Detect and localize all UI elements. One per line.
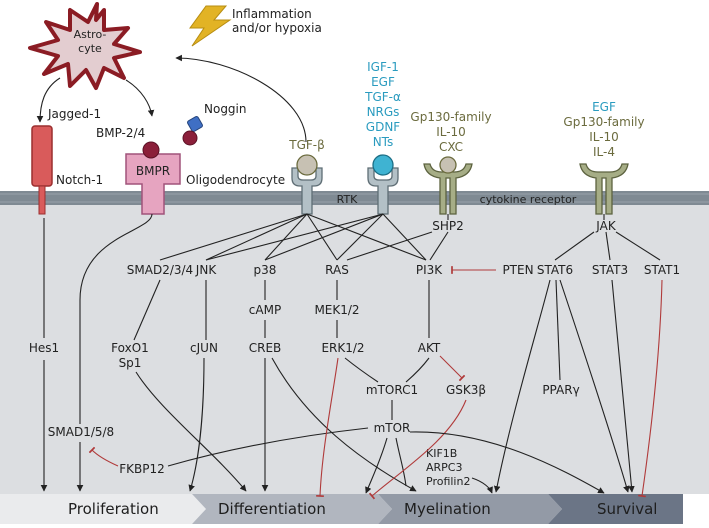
tgfb-label: TGF-β [288,138,325,152]
jak-ligand-2: IL-10 [589,130,619,144]
oligodendrocyte-label: Oligodendrocyte [186,173,285,187]
outcome-band: Proliferation Differentiation Myelinatio… [0,494,683,524]
node-gsk3b: GSK3β [446,383,486,397]
node-profilin2: Profilin2 [426,475,470,488]
astrocyte: Astro- cyte [28,2,142,90]
lightning-bolt-icon [189,5,232,47]
rtk-ligand-6: NTs [373,135,394,149]
outcome-proliferation-box [0,494,206,524]
node-smad158: SMAD1/5/8 [48,425,114,439]
outcome-myelination: Myelination [404,500,491,518]
node-akt: AKT [418,341,441,355]
rtk-ligand-4: NRGs [367,105,400,119]
gp130-ligand-icon [439,156,457,174]
outcome-differentiation-box [192,494,392,524]
node-foxo1: FoxO1 [111,341,149,355]
node-camp: cAMP [249,303,281,317]
rtk-label: RTK [337,193,359,206]
gp130-ligand-3: CXC [439,140,463,154]
rtk-ligand-3: TGF-α [364,90,401,104]
astrocyte-label-line2: cyte [78,42,102,55]
bound-bmp-icon [182,130,198,146]
noggin-label: Noggin [204,102,247,116]
node-jak: JAK [595,219,617,233]
outcome-survival-box [548,494,683,524]
node-stat6: STAT6 [537,263,573,277]
astrocyte-body [28,2,142,90]
bmpr-label: BMPR [136,164,170,178]
outcome-survival: Survival [597,500,657,518]
node-pten: PTEN [502,263,533,277]
jak-ligand-1: Gp130-family [563,115,644,129]
notch-receptor [31,125,53,215]
signal-lines [159,213,661,261]
arrow-tgfb-to-astrocyte [175,54,307,143]
cytoplasm [0,198,709,494]
outcome-arrows [40,213,663,500]
bmp-label: BMP-2/4 [96,126,145,140]
rtk-ligand-2: EGF [371,75,395,89]
node-erk: ERK1/2 [321,341,364,355]
node-sp1: Sp1 [119,356,142,370]
bmpr-receptor [125,141,181,215]
trigger-label-line2: and/or hypoxia [232,21,322,35]
jak-ligand-egf: EGF [592,100,616,114]
node-arpc3: ARPC3 [426,461,462,474]
node-fkbp12: FKBP12 [119,462,165,476]
gp130-receptor [423,156,473,215]
bmp-ligand-icon [142,141,160,159]
cytokine-receptor [579,163,629,215]
node-smad234: SMAD2/3/4 [127,263,193,277]
rtk-receptor [367,154,399,215]
gp130-ligand-2: IL-10 [436,125,466,139]
notch-label: Notch-1 [56,173,103,187]
node-ppar: PPARγ [542,383,579,397]
node-kif1b: KIF1B [426,447,457,460]
arrow-astrocyte-to-notch [36,77,61,123]
node-shp2: SHP2 [432,219,464,233]
outcome-proliferation: Proliferation [68,500,159,518]
tgfb-ligand-icon [296,154,318,176]
node-cjun: cJUN [190,341,218,355]
node-p38: p38 [254,263,277,277]
jagged-label: Jagged-1 [47,107,101,121]
arrow-astrocyte-to-bmp [125,79,155,117]
node-mtor: mTOR [374,421,411,435]
node-stat1: STAT1 [644,263,680,277]
outcome-myelination-box [378,494,562,524]
rtk-ligand-5: GDNF [366,120,401,134]
node-hes1: Hes1 [29,341,59,355]
trigger-label-line1: Inflammation [232,7,312,21]
outcome-differentiation: Differentiation [218,500,326,518]
node-ras: RAS [325,263,349,277]
node-mek: MEK1/2 [314,303,359,317]
cytokine-receptor-label: cytokine receptor [480,193,577,206]
node-jnk: JNK [195,263,218,277]
node-mtorc1: mTORC1 [366,383,418,397]
noggin-icon [187,116,203,132]
jak-ligand-3: IL-4 [593,145,615,159]
rtk-ligand-1: IGF-1 [367,60,399,74]
gp130-ligand-1: Gp130-family [410,110,491,124]
tgfb-receptor [291,154,323,215]
rtk-ligand-icon [372,154,394,176]
astrocyte-label-line1: Astro- [74,28,107,41]
node-pi3k: PI3K [416,263,443,277]
node-stat3: STAT3 [592,263,628,277]
node-creb: CREB [249,341,282,355]
